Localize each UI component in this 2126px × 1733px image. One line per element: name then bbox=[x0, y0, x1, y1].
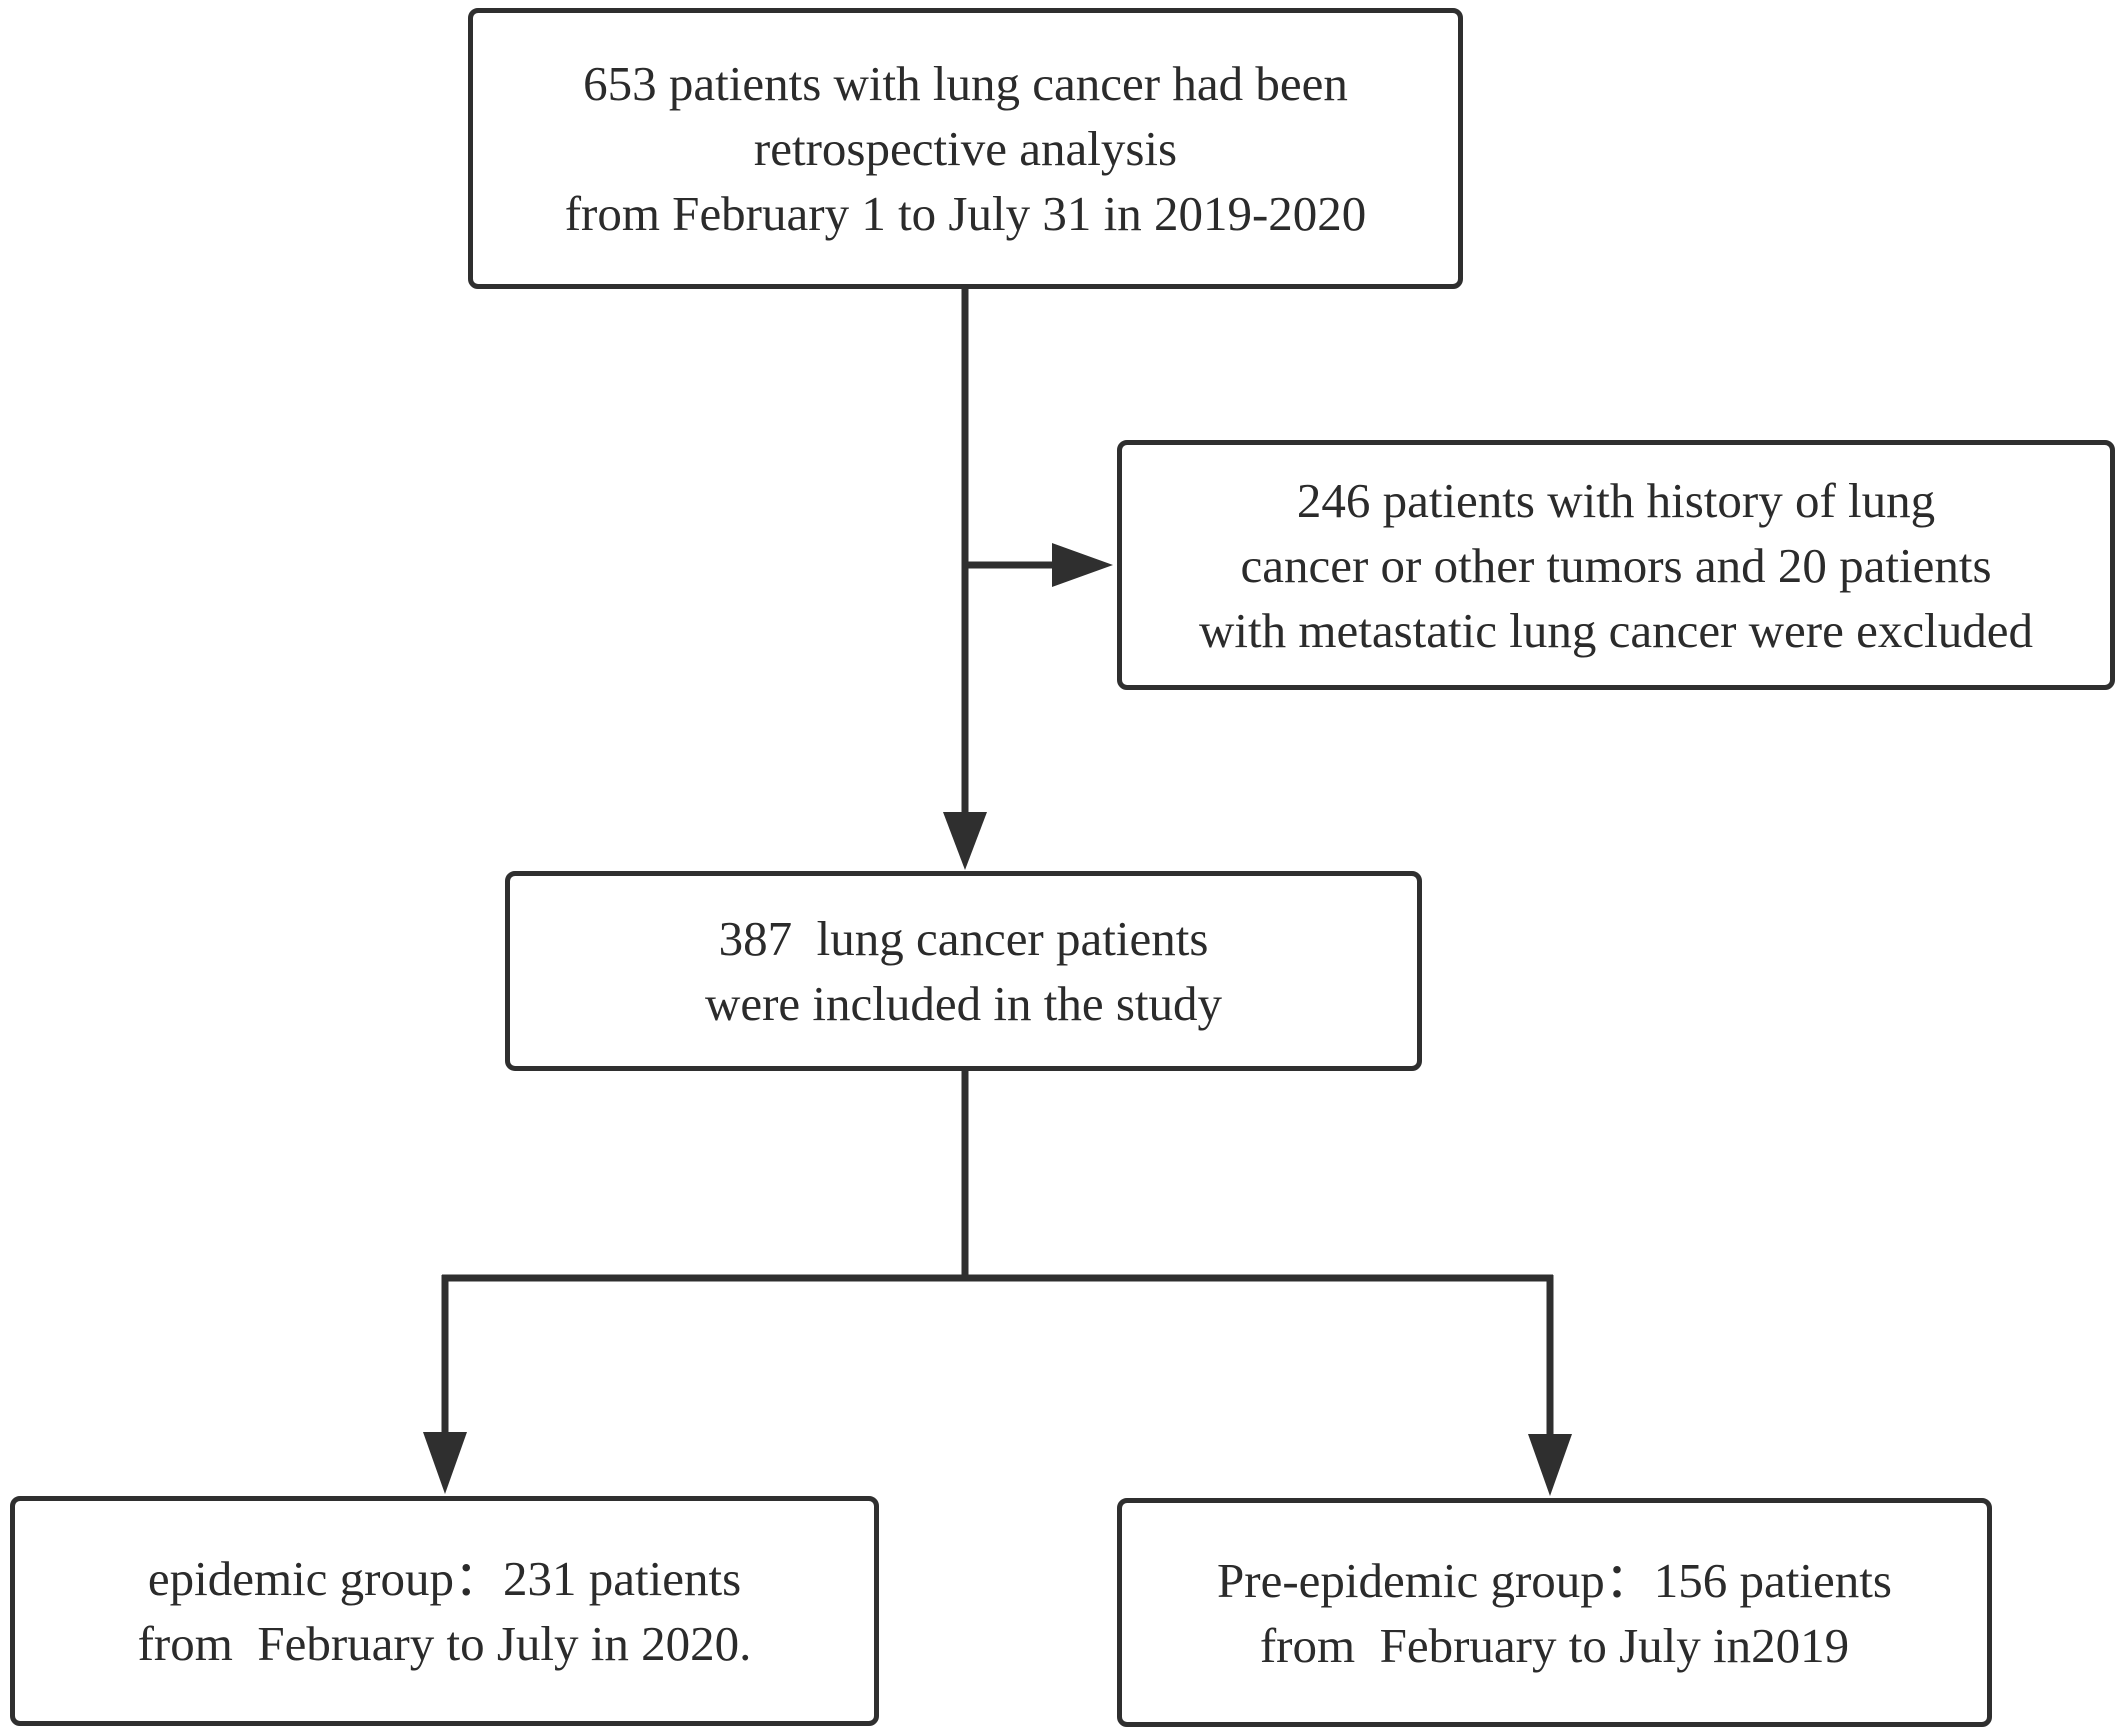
pre-epidemic-group-line-2: from February to July in2019 bbox=[1259, 1617, 1850, 1673]
excluded-line-3: with metastatic lung cancer were exclude… bbox=[1199, 602, 2033, 658]
excluded-line-1: 246 patients with history of lung bbox=[1296, 472, 1936, 528]
included-line-2: were included in the study bbox=[704, 976, 1223, 1031]
included-patients-box: 387 lung cancer patients were included i… bbox=[505, 871, 1422, 1071]
epidemic-group-line-1: epidemic group：231 patients bbox=[147, 1551, 742, 1606]
source-line-2: retrospective analysis bbox=[753, 121, 1178, 176]
pre-epidemic-group-box: Pre-epidemic group：156 patients from Feb… bbox=[1117, 1498, 1992, 1727]
arrow-to-epidemic-group bbox=[423, 1432, 467, 1494]
source-population-box: 653 patients with lung cancer had been r… bbox=[468, 8, 1463, 289]
source-line-3: from February 1 to July 31 in 2019-2020 bbox=[564, 186, 1367, 241]
excluded-patients-box: 246 patients with history of lung cancer… bbox=[1117, 440, 2115, 690]
arrow-to-included bbox=[943, 812, 987, 870]
excluded-line-2: cancer or other tumors and 20 patients bbox=[1240, 537, 1992, 593]
included-line-1: 387 lung cancer patients bbox=[718, 911, 1209, 966]
epidemic-group-box: epidemic group：231 patients from Februar… bbox=[10, 1496, 879, 1726]
epidemic-group-line-2: from February to July in 2020. bbox=[137, 1616, 752, 1671]
arrow-to-excluded bbox=[1052, 543, 1113, 587]
arrow-to-pre-epidemic-group bbox=[1528, 1434, 1572, 1496]
pre-epidemic-group-line-1: Pre-epidemic group：156 patients bbox=[1217, 1552, 1892, 1608]
source-line-1: 653 patients with lung cancer had been bbox=[583, 56, 1348, 111]
